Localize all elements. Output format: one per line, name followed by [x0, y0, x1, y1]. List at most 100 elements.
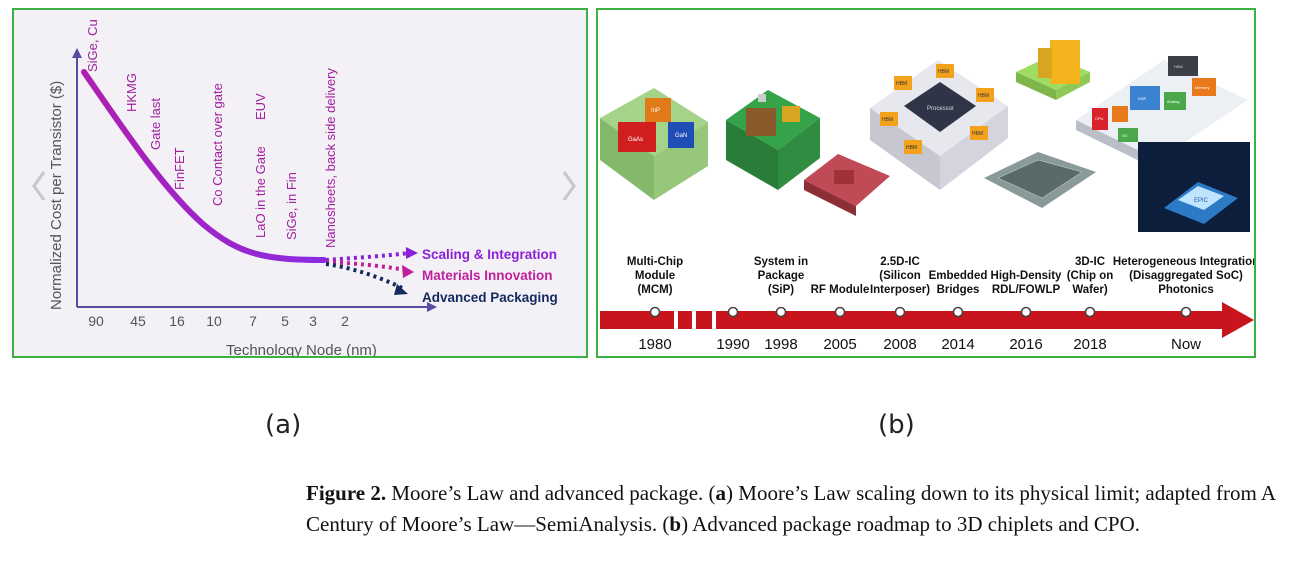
- technology-annotations: SiGe, Cu HKMG Gate last FinFET Co Contac…: [85, 19, 338, 248]
- chip-label: InP: [651, 108, 660, 114]
- milestone-year: 1990: [716, 336, 749, 353]
- milestone-dot: [894, 306, 906, 318]
- sip-chip-illustration: [726, 90, 820, 190]
- milestone-year: 1980: [638, 336, 671, 353]
- package-roadmap: InP GaAs GaN: [600, 40, 1259, 353]
- 3d-ic-stack-illustration: [1016, 40, 1090, 100]
- chip-label: HBM: [938, 69, 949, 75]
- node-label: 5: [281, 313, 289, 329]
- caption-text: ) Moore’s Law scaling down to its physic…: [306, 481, 1275, 536]
- milestone-dot: [1180, 306, 1192, 318]
- annotation: Nanosheets, back side delivery: [323, 68, 338, 248]
- caption-text: Moore’s Law and advanced package. (: [386, 481, 716, 505]
- milestone-label: Heterogeneous Integration(Disaggregated …: [1113, 256, 1254, 296]
- annotation: SiGe, in Fin: [284, 172, 299, 240]
- legend-materials-innovation: Materials Innovation: [422, 268, 553, 283]
- chip-label: Analog: [1167, 99, 1179, 104]
- x-axis-label: Technology Node (nm): [226, 342, 377, 356]
- milestone-dot: [649, 306, 661, 318]
- chip-label: HBM: [906, 145, 917, 151]
- milestone-dot: [1020, 306, 1032, 318]
- figure-caption: Figure 2. Moore’s Law and advanced packa…: [306, 478, 1306, 540]
- cost-curve: [81, 69, 327, 263]
- node-label: 16: [169, 313, 185, 329]
- chip-label: DSP: [1138, 96, 1147, 101]
- timeline-arrow: [600, 302, 1254, 338]
- milestone-year: 2016: [1009, 336, 1042, 353]
- annotation: Co Contact over gate: [210, 83, 225, 206]
- y-axis-arrow: [72, 48, 82, 58]
- scaling-integration-trend: [325, 251, 410, 262]
- milestone-dot: [834, 306, 846, 318]
- annotation: SiGe, Cu: [85, 19, 100, 72]
- advanced-packaging-trend: [325, 262, 403, 290]
- chip-label: HBM: [1174, 64, 1183, 69]
- annotation: LaO in the Gate: [253, 146, 268, 238]
- annotation: HKMG: [124, 73, 139, 112]
- node-label: 3: [309, 313, 317, 329]
- chip-label: Memory: [1195, 85, 1209, 90]
- caption-ref-a: a: [715, 481, 727, 505]
- chip-label: HBM: [896, 81, 907, 87]
- legend-scaling-integration: Scaling & Integration: [422, 247, 557, 262]
- milestone-dot: [727, 306, 739, 318]
- advanced-packaging-arrowhead: [394, 284, 408, 295]
- milestone-dot: [1084, 306, 1096, 318]
- moore-law-figure-panel: Normalized Cost per Transistor ($) Techn…: [12, 8, 588, 359]
- chip-label: HBM: [882, 117, 893, 123]
- materials-innovation-trend: [325, 260, 407, 272]
- node-label: 10: [206, 313, 222, 329]
- annotation: EUV: [253, 93, 268, 120]
- chip-label: GaAs: [628, 137, 643, 143]
- figure-number: Figure 2.: [306, 481, 387, 505]
- milestone-year: 2008: [883, 336, 916, 353]
- node-tick-labels: 90 45 16 10 7 5 3 2: [88, 313, 349, 329]
- trend-legend: Scaling & Integration Materials Innovati…: [422, 247, 558, 305]
- package-roadmap-panel: InP GaAs GaN: [596, 8, 1259, 358]
- chip-label: I/O: [1122, 133, 1127, 138]
- subfigure-label-b: (b): [878, 410, 915, 440]
- y-axis-label: Normalized Cost per Transistor ($): [48, 81, 65, 310]
- chevron-right-icon[interactable]: [562, 171, 576, 201]
- chip-label: HBM: [972, 131, 983, 137]
- milestone-year: 1998: [764, 336, 797, 353]
- x-axis-arrow: [427, 302, 437, 312]
- chip-label: Processor: [927, 106, 954, 112]
- rf-module-illustration: [804, 154, 890, 216]
- subfigure-label-a: (a): [265, 410, 302, 440]
- node-label: 45: [130, 313, 146, 329]
- milestone-dot: [952, 306, 964, 318]
- materials-innovation-arrowhead: [402, 265, 414, 278]
- caption-text: ) Advanced package roadmap to 3D chiplet…: [681, 512, 1141, 536]
- annotation: FinFET: [172, 147, 187, 190]
- node-label: 7: [249, 313, 257, 329]
- mcm-chip-illustration: InP GaAs GaN: [600, 88, 708, 200]
- silicon-interposer-illustration: HBM HBM HBM HBM HBM HBM Processor: [870, 60, 1008, 190]
- milestone-dot: [775, 306, 787, 318]
- node-label: 90: [88, 313, 104, 329]
- chevron-left-icon[interactable]: [32, 171, 46, 201]
- heterogeneous-integration-illustration: HBM DSP Memory CPU Analog I/O: [1076, 56, 1248, 170]
- chip-label: EPIC: [1194, 198, 1209, 204]
- milestone-year: 2005: [823, 336, 856, 353]
- node-label: 2: [341, 313, 349, 329]
- moore-law-chart: Normalized Cost per Transistor ($) Techn…: [32, 19, 576, 359]
- chip-label: GaN: [675, 133, 687, 139]
- fowlp-illustration: [984, 152, 1096, 208]
- milestone-year: 2018: [1073, 336, 1106, 353]
- legend-advanced-packaging: Advanced Packaging: [422, 290, 558, 305]
- milestone-year: 2014: [941, 336, 974, 353]
- milestone-label: RF Module: [811, 284, 870, 296]
- chip-label: CPU: [1095, 116, 1104, 121]
- scaling-integration-arrowhead: [406, 247, 418, 259]
- caption-ref-b: b: [669, 512, 682, 536]
- milestone-year: Now: [1171, 336, 1201, 353]
- photonics-photo: EPIC: [1138, 142, 1250, 232]
